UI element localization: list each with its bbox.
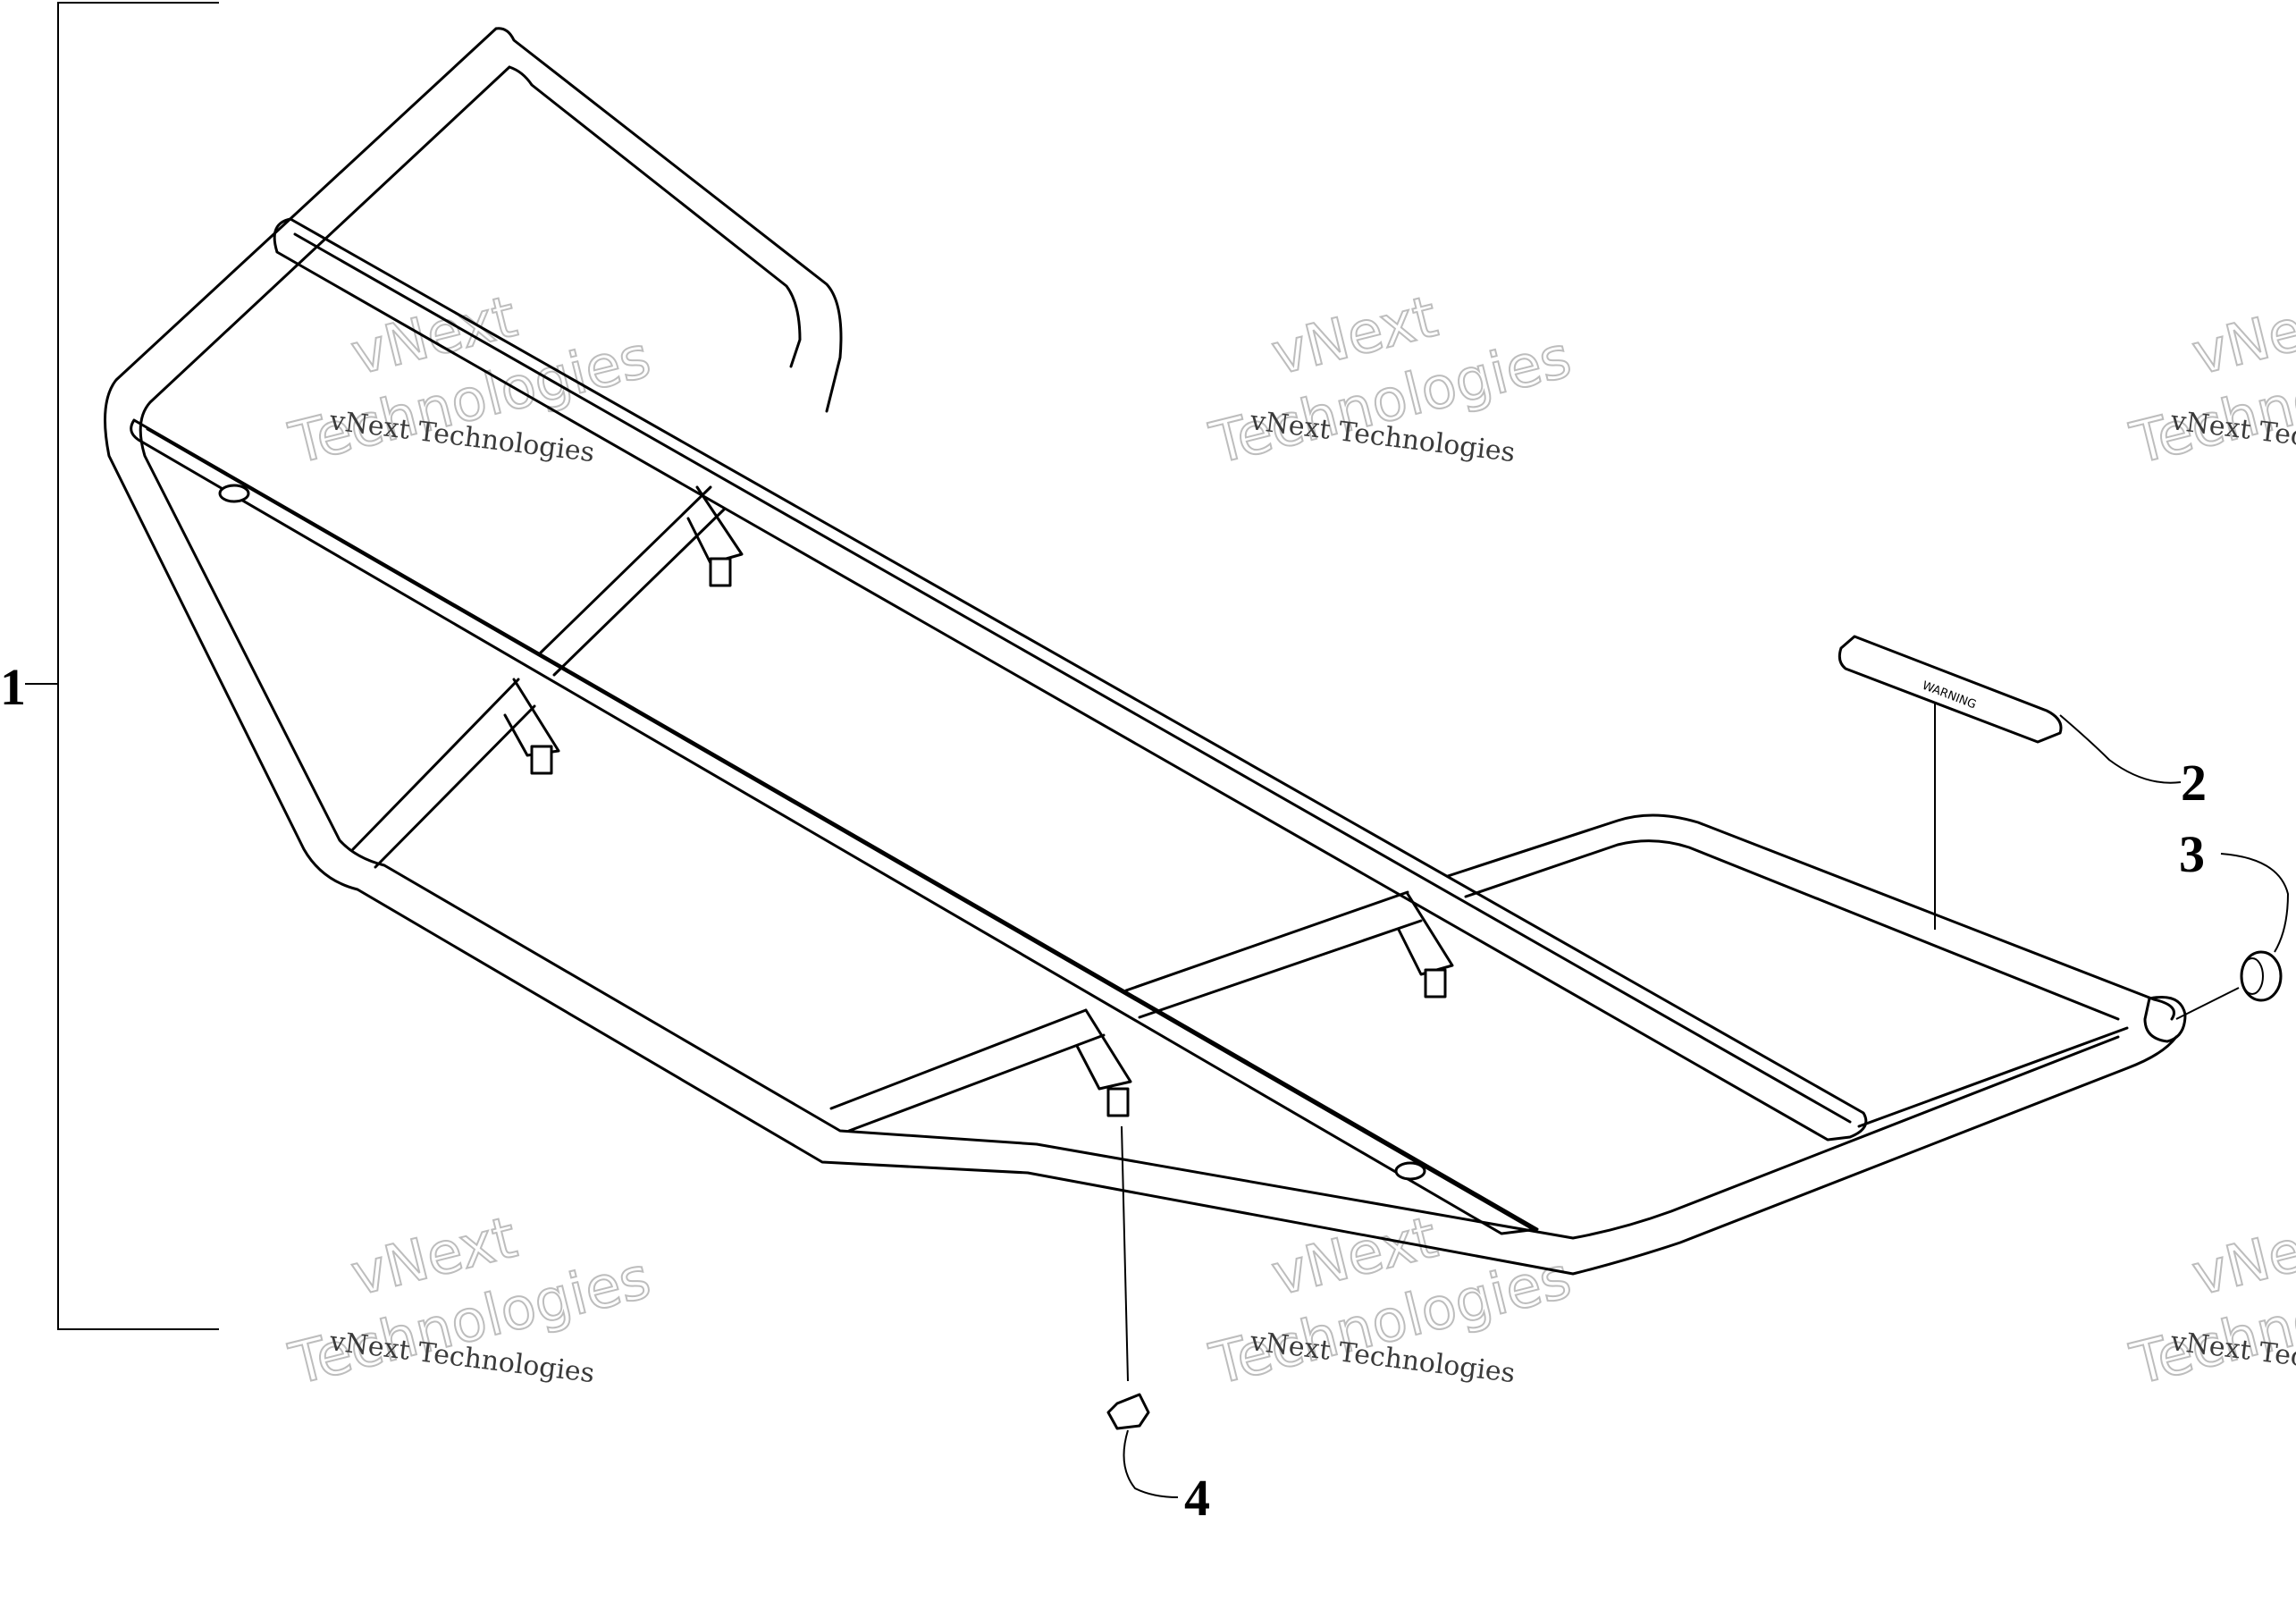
callout-4: 4 bbox=[1184, 1469, 1210, 1527]
rack-crossbar-3 bbox=[1124, 890, 1423, 1019]
rack-frame bbox=[104, 27, 2187, 1276]
end-plug bbox=[2175, 853, 2290, 1020]
warning-decal: WARNING bbox=[1838, 635, 2182, 930]
callout-2: 2 bbox=[2181, 754, 2207, 812]
rack-rail-front-ridge bbox=[146, 427, 1535, 1231]
callout-3-leader bbox=[2220, 853, 2290, 953]
rack-crossbar-4 bbox=[829, 1008, 1106, 1133]
plug-leader bbox=[2175, 987, 2240, 1020]
decal-body bbox=[1838, 635, 2063, 744]
rack-rail-rear bbox=[273, 217, 1868, 1142]
rack-bolt-right bbox=[1394, 1161, 1426, 1181]
rack-crossbar-5 bbox=[1857, 1026, 2129, 1128]
watermark-big-top: vNext bbox=[2186, 284, 2296, 389]
hex-nut bbox=[1106, 1125, 1179, 1498]
callout-1: 1 bbox=[0, 658, 26, 716]
callout-3: 3 bbox=[2179, 825, 2205, 883]
rack-mount-2 bbox=[503, 678, 560, 775]
rack-bolt-left bbox=[218, 484, 250, 503]
nut-body bbox=[1106, 1393, 1150, 1430]
rack-right-loop bbox=[1446, 813, 2175, 1021]
rack-rail-rear-ridge bbox=[293, 232, 1852, 1124]
rack-crossbar-2 bbox=[351, 678, 536, 869]
rack-mount-4 bbox=[1075, 1008, 1132, 1117]
rack-outer-tube-outer-edge bbox=[104, 27, 2178, 1276]
rack-outer-tube-inner-edge bbox=[139, 65, 2120, 1240]
nut-leader bbox=[1121, 1125, 1129, 1382]
rack-right-tube-end bbox=[2143, 996, 2187, 1043]
rack-crossbar-1 bbox=[539, 485, 726, 677]
rack-mount-1 bbox=[686, 485, 744, 587]
rack-rail-front bbox=[130, 418, 1539, 1235]
callout-4-leader bbox=[1123, 1429, 1179, 1498]
rack-mount-3 bbox=[1397, 892, 1454, 999]
watermark-big-top: vNext bbox=[2186, 1205, 2296, 1310]
assembly-bracket bbox=[25, 2, 219, 1330]
bracket-line bbox=[57, 2, 219, 1330]
callout-2-leader bbox=[2059, 714, 2182, 784]
